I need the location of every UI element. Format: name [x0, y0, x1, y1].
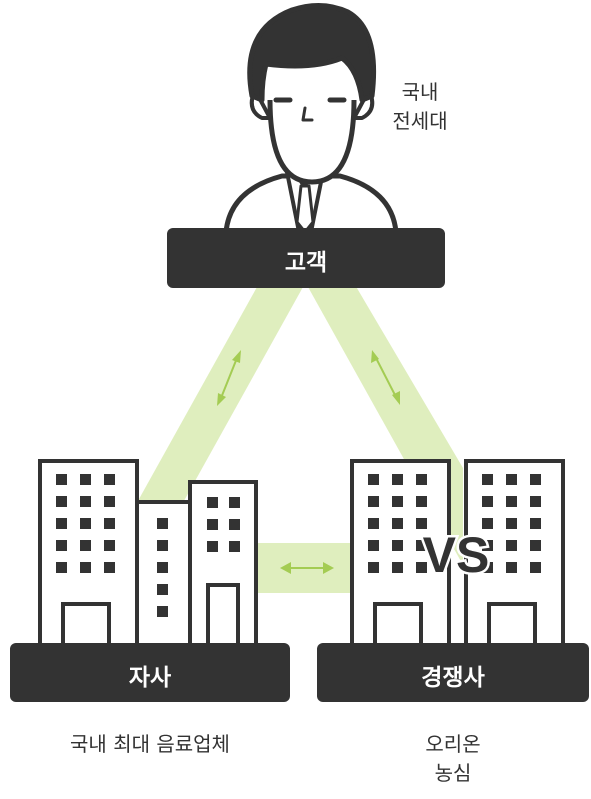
double-arrows: [217, 350, 400, 574]
competitor-buildings-icon: [350, 459, 565, 653]
customer-note-line: 국내: [401, 80, 439, 104]
competitor-box-label: 경쟁사: [421, 665, 485, 691]
vs-label: VS: [423, 527, 490, 583]
double-arrow-icon: [280, 562, 334, 574]
company-building-windows: [56, 474, 240, 617]
customer-person-icon: [223, 3, 399, 235]
customer-box-label: 고객: [284, 250, 328, 276]
double-arrow-icon: [217, 350, 241, 406]
customer-note: 국내 전세대: [380, 78, 460, 136]
company-note: 국내 최대 음료업체: [70, 732, 230, 756]
competitor-note: 오리온 농심: [383, 730, 523, 788]
company-box: [10, 643, 290, 702]
competitor-note-line: 오리온: [425, 732, 481, 756]
competitor-box: [317, 643, 589, 702]
competitor-note-line: 농심: [434, 761, 472, 785]
customer-company-band: [134, 278, 308, 508]
double-arrow-icon: [371, 350, 400, 405]
company-box-label: 자사: [128, 665, 172, 691]
competitor-building-windows: [368, 474, 541, 573]
customer-note-line: 전세대: [392, 109, 448, 133]
customer-box: [167, 228, 445, 288]
